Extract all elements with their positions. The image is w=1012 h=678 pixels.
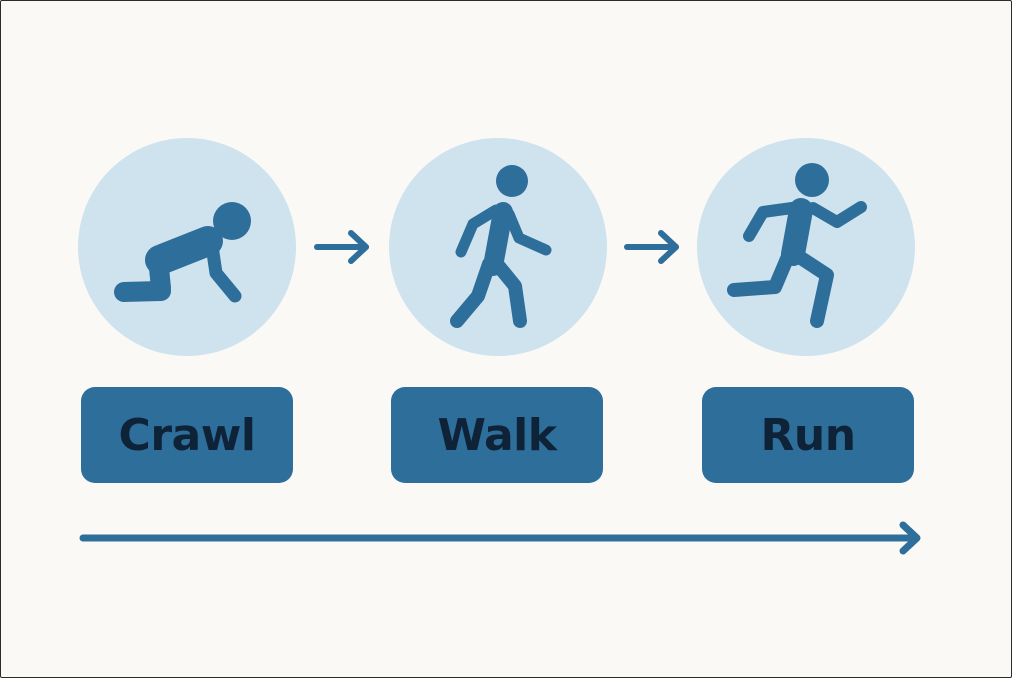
crawling-person-icon <box>114 202 251 303</box>
stage-label: Run <box>760 409 856 461</box>
walk-circle <box>389 138 607 356</box>
crawl-circle <box>78 138 296 356</box>
crawl-label-box: Crawl <box>81 387 293 483</box>
running-person-icon <box>727 163 867 328</box>
stage-label: Walk <box>437 409 558 461</box>
arrow-right-icon <box>314 230 369 264</box>
walk-label-box: Walk <box>391 387 603 483</box>
walking-person-icon <box>450 165 552 328</box>
run-label-box: Run <box>702 387 914 483</box>
progression-arrow <box>79 521 921 555</box>
stage-label: Crawl <box>118 409 256 461</box>
arrow-right-icon <box>624 230 679 264</box>
run-circle <box>697 138 915 356</box>
